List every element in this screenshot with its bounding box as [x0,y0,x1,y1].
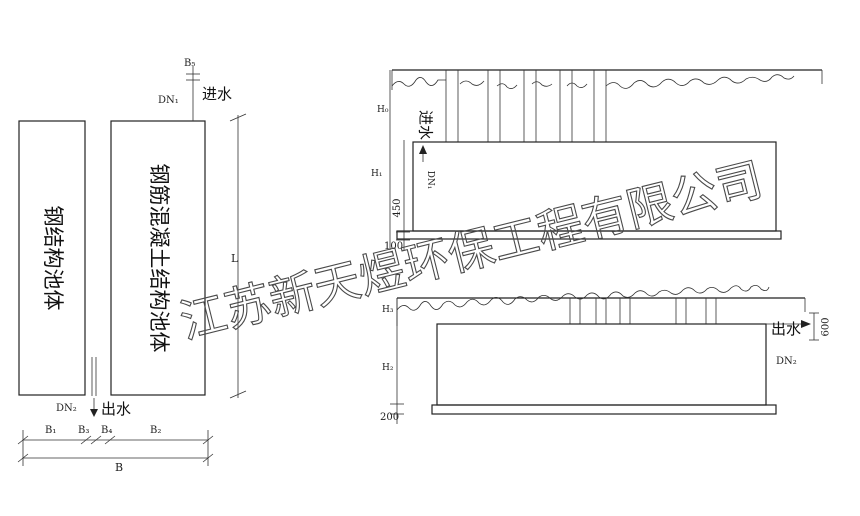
inlet-label-section: 进水 [417,110,435,140]
dim-l-tick-top [229,113,247,122]
dim-b2: B₂ [150,425,161,436]
steel-tank-outline [18,120,86,396]
outlet-arrow-icon [90,409,98,417]
inlet-label: 进水 [202,85,232,103]
outlet-arrow-icon [801,320,811,328]
dim-tick [202,453,214,463]
outlet-label: 出水 [101,400,131,418]
concrete-tank-outline [110,120,206,396]
dim-600: 600 [821,317,832,336]
dim-dn2-section: DN₂ [776,356,797,367]
dim-h2: H₂ [382,363,394,373]
wall-slots [445,70,607,142]
dim-h0: H₀ [377,105,389,115]
dim-b: B [115,461,123,474]
dim-tick [104,435,116,445]
dim-dn1: DN₁ [158,95,179,106]
section-bottom: H₃ H₂ 200 出水 600 DN₂ [380,285,832,424]
dim-l-tick-bottom [229,390,247,399]
dim-tick [80,435,92,445]
ground-hatch [391,74,795,89]
company-watermark: 江苏新天煜环保工程有限公司 [174,152,767,349]
dim-b4: B₄ [101,425,112,436]
steel-tank-label: 钢结构池体 [41,206,65,311]
tank-base-slab-top [396,230,782,240]
inlet-arrow-icon [419,145,427,154]
dim-h1: H₁ [371,169,382,179]
dim-tick [90,435,102,445]
dim-b3: B₃ [78,425,89,436]
dim-h3: H₃ [382,305,394,315]
dim-200: 200 [380,412,399,423]
tank-base-slab-bottom [431,404,777,415]
wall-slots [569,298,717,324]
dim-b5: B₅ [184,58,195,69]
dim-dn2: DN₂ [56,403,77,414]
dim-dn1-section: DN₁ [425,171,435,190]
dim-l: L [231,252,239,265]
ground-hatch [396,285,770,311]
tank-body-bottom-section [436,323,767,406]
dim-tick [202,435,214,445]
dim-100: 100 [384,241,403,252]
dim-b1: B₁ [45,425,56,436]
plan-view: 钢结构池体 钢筋混凝土结构池体 B₅ DN₁ 进水 L DN₂ 出水 [17,58,247,474]
concrete-tank-label: 钢筋混凝土结构池体 [147,164,171,353]
outlet-label-section: 出水 [771,320,801,338]
dim-tick [17,435,29,445]
dim-tick [17,453,29,463]
dim-450: 450 [392,198,403,217]
section-top: H₀ H₁ 450 100 进水 DN₁ [371,69,823,252]
